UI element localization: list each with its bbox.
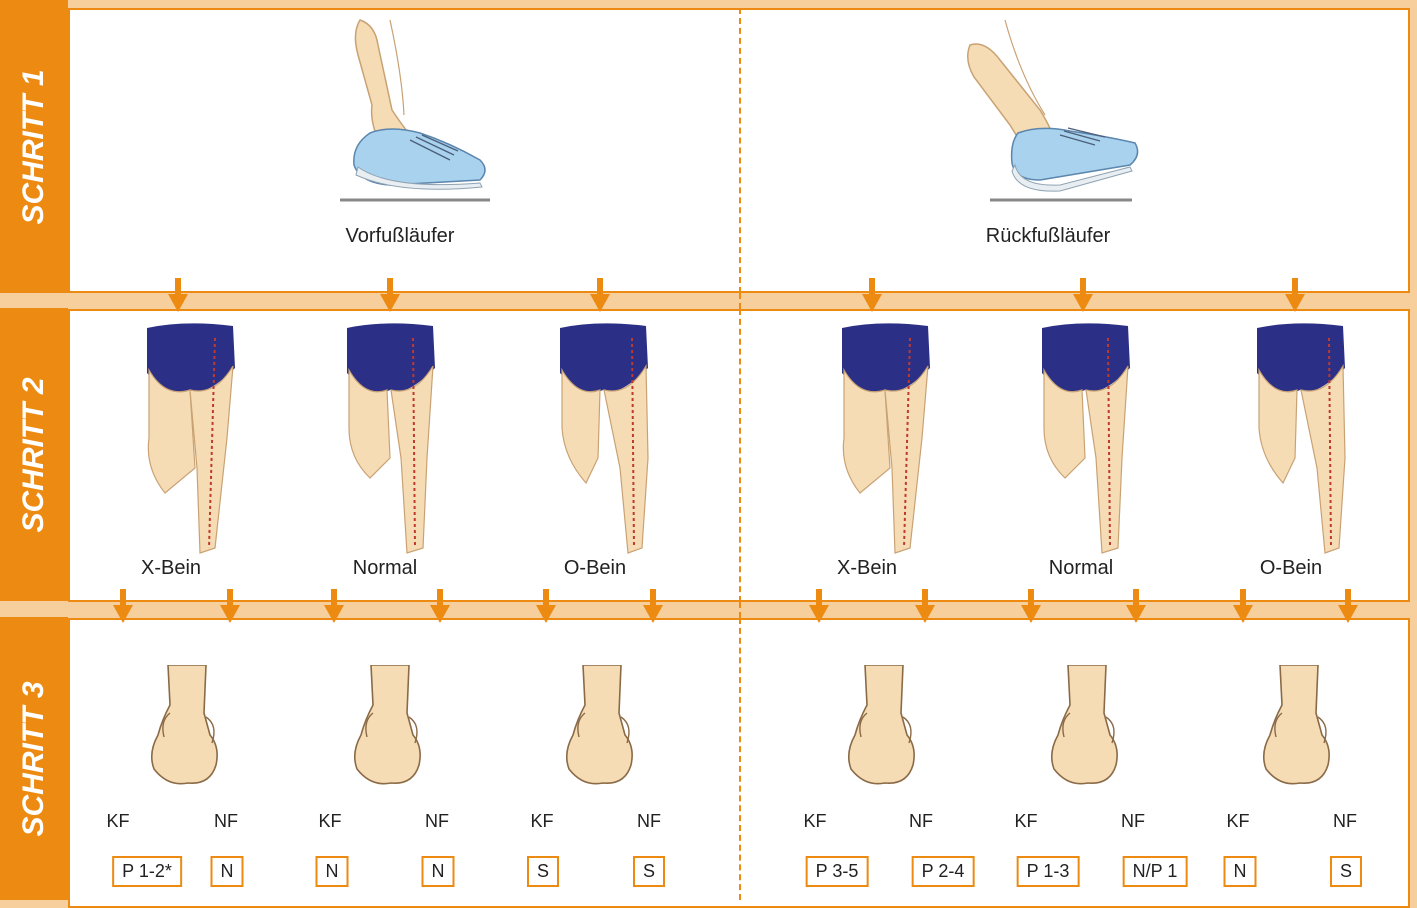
forefoot-runner-shoe-illustration: [330, 15, 500, 205]
arrow-down-icon: [380, 278, 400, 312]
rearfoot-runner-shoe-illustration: [960, 15, 1140, 205]
center-divider: [739, 309, 741, 602]
foot-code-label: NF: [425, 811, 449, 832]
arrow-down-icon: [1021, 589, 1041, 623]
arrow-down-icon: [324, 589, 344, 623]
normal-leg-illustration: [1030, 318, 1140, 563]
recommendation-badge: N: [316, 856, 349, 887]
arrow-down-icon: [590, 278, 610, 312]
heel-illustration: [343, 665, 433, 790]
leg-type-label: O-Bein: [1260, 557, 1322, 580]
step-1-strip: SCHRITT 1: [0, 0, 68, 293]
arrow-down-icon: [1126, 589, 1146, 623]
foot-code-label: KF: [1226, 811, 1249, 832]
normal-leg-illustration: [335, 318, 445, 563]
heel-illustration: [837, 665, 927, 790]
arrow-down-icon: [113, 589, 133, 623]
leg-type-label: Normal: [1049, 557, 1113, 580]
recommendation-badge: P 1-3: [1017, 856, 1080, 887]
o-leg-illustration: [548, 318, 658, 563]
arrow-down-icon: [168, 278, 188, 312]
arrow-down-icon: [809, 589, 829, 623]
center-divider: [739, 8, 741, 293]
center-divider: [739, 602, 741, 618]
arrow-down-icon: [536, 589, 556, 623]
x-leg-illustration: [135, 318, 245, 563]
center-divider: [739, 293, 741, 309]
arrow-down-icon: [1073, 278, 1093, 312]
arrow-down-icon: [862, 278, 882, 312]
heel-illustration: [1040, 665, 1130, 790]
step-3-label: SCHRITT 3: [17, 681, 51, 836]
recommendation-badge: S: [1330, 856, 1362, 887]
center-divider: [739, 618, 741, 900]
leg-type-label: X-Bein: [837, 557, 897, 580]
foot-code-label: NF: [1121, 811, 1145, 832]
arrow-down-icon: [1338, 589, 1358, 623]
leg-type-label: O-Bein: [564, 557, 626, 580]
recommendation-badge: N: [422, 856, 455, 887]
leg-type-label: X-Bein: [141, 557, 201, 580]
heel-illustration: [1252, 665, 1342, 790]
foot-code-label: KF: [803, 811, 826, 832]
arrow-down-icon: [1285, 278, 1305, 312]
arrow-down-icon: [220, 589, 240, 623]
recommendation-badge: N/P 1: [1123, 856, 1188, 887]
step-1-label: SCHRITT 1: [17, 69, 51, 224]
heel-illustration: [140, 665, 230, 790]
foot-code-label: KF: [1014, 811, 1037, 832]
heel-illustration: [555, 665, 645, 790]
recommendation-badge: N: [1224, 856, 1257, 887]
x-leg-illustration: [830, 318, 940, 563]
arrow-down-icon: [915, 589, 935, 623]
recommendation-badge: S: [633, 856, 665, 887]
recommendation-badge: S: [527, 856, 559, 887]
foot-code-label: NF: [214, 811, 238, 832]
arrow-down-icon: [1233, 589, 1253, 623]
foot-code-label: KF: [106, 811, 129, 832]
foot-code-label: KF: [530, 811, 553, 832]
step-2-strip: SCHRITT 2: [0, 308, 68, 601]
runner-type-forefoot: Vorfußläufer: [346, 225, 455, 248]
foot-code-label: NF: [909, 811, 933, 832]
foot-code-label: NF: [1333, 811, 1357, 832]
leg-type-label: Normal: [353, 557, 417, 580]
foot-code-label: KF: [318, 811, 341, 832]
recommendation-badge: P 2-4: [912, 856, 975, 887]
recommendation-badge: P 1-2*: [112, 856, 182, 887]
recommendation-badge: N: [211, 856, 244, 887]
recommendation-badge: P 3-5: [806, 856, 869, 887]
o-leg-illustration: [1245, 318, 1355, 563]
step-3-strip: SCHRITT 3: [0, 617, 68, 900]
step-2-label: SCHRITT 2: [17, 377, 51, 532]
arrow-down-icon: [643, 589, 663, 623]
runner-type-rearfoot: Rückfußläufer: [986, 225, 1111, 248]
arrow-down-icon: [430, 589, 450, 623]
foot-code-label: NF: [637, 811, 661, 832]
